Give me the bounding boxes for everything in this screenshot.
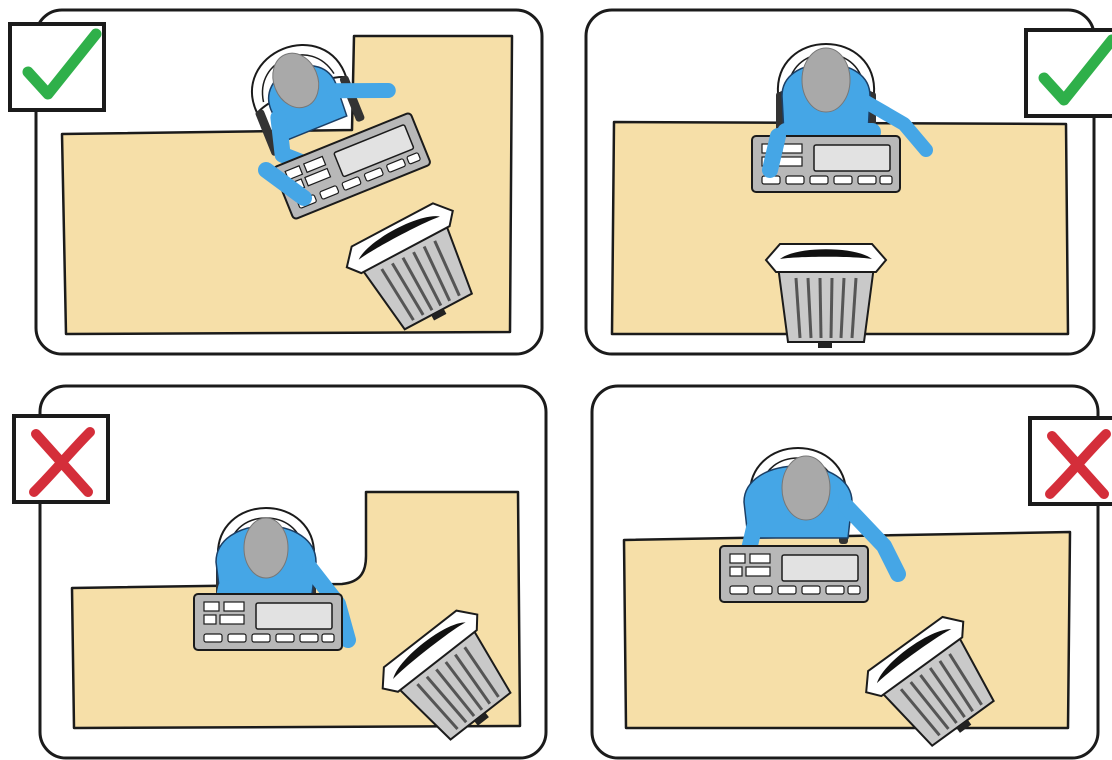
worker-right-arm xyxy=(838,498,906,582)
cross-mark-icon xyxy=(1030,418,1112,504)
check-mark-icon xyxy=(10,24,104,110)
register-terminal xyxy=(193,593,343,651)
worker-head xyxy=(272,52,320,109)
worker-right-arm xyxy=(326,83,396,99)
worker xyxy=(775,43,933,157)
register-terminal xyxy=(719,545,869,603)
panel-bottom-right xyxy=(590,384,1112,760)
check-mark-icon xyxy=(1026,30,1112,116)
worker-right-arm xyxy=(859,95,933,157)
panel-top-right xyxy=(584,8,1112,356)
cross-mark-icon xyxy=(14,416,108,502)
panel-top-left xyxy=(10,8,544,356)
panel-bottom-left xyxy=(14,384,548,760)
worker-hand xyxy=(762,128,786,178)
worker-hand xyxy=(258,162,312,206)
rectangular-desk xyxy=(610,120,1070,336)
worker-head xyxy=(781,455,831,521)
worker-head xyxy=(801,47,851,113)
worker-head xyxy=(243,517,289,579)
